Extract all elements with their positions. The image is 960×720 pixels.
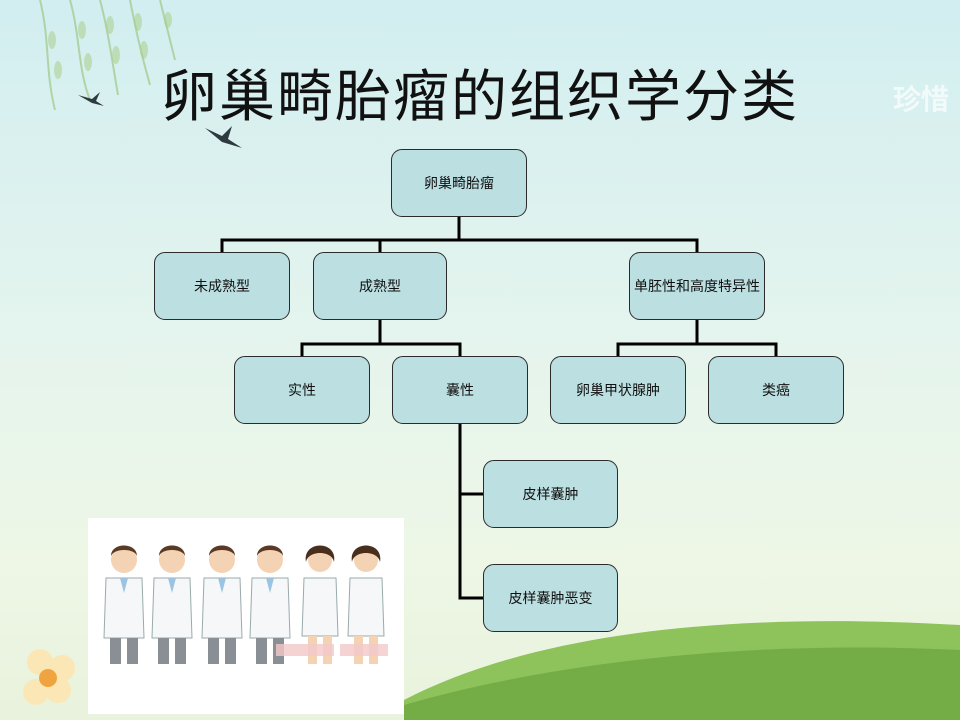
node-monodermal: 单胚性和高度特异性: [629, 252, 765, 320]
faded-corner-text: 珍惜: [893, 83, 950, 116]
doctors-icon: [103, 545, 388, 664]
slide-title: 卵巢畸胎瘤的组织学分类: [161, 65, 799, 130]
node-dermoid-malignant: 皮样囊肿恶变: [483, 564, 618, 632]
node-mature: 成熟型: [313, 252, 447, 320]
doctor-male-icon: [103, 545, 145, 664]
doctor-male-icon: [201, 545, 243, 664]
node-dermoid-cyst: 皮样囊肿: [483, 460, 618, 528]
doctors-illustration: [88, 518, 404, 714]
doctor-male-icon: [151, 545, 193, 664]
node-root: 卵巢畸胎瘤: [391, 149, 527, 217]
watermark-stamp-icon: [276, 644, 388, 656]
willow-branches-icon: [39, 0, 176, 111]
node-cystic: 囊性: [392, 356, 528, 424]
node-immature: 未成熟型: [154, 252, 290, 320]
node-solid: 实性: [234, 356, 370, 424]
bird-icon: [205, 126, 242, 148]
flower-icon: [23, 649, 75, 705]
bird-icon: [78, 92, 104, 106]
node-struma-ovarii: 卵巢甲状腺肿: [550, 356, 686, 424]
node-carcinoid: 类癌: [708, 356, 844, 424]
